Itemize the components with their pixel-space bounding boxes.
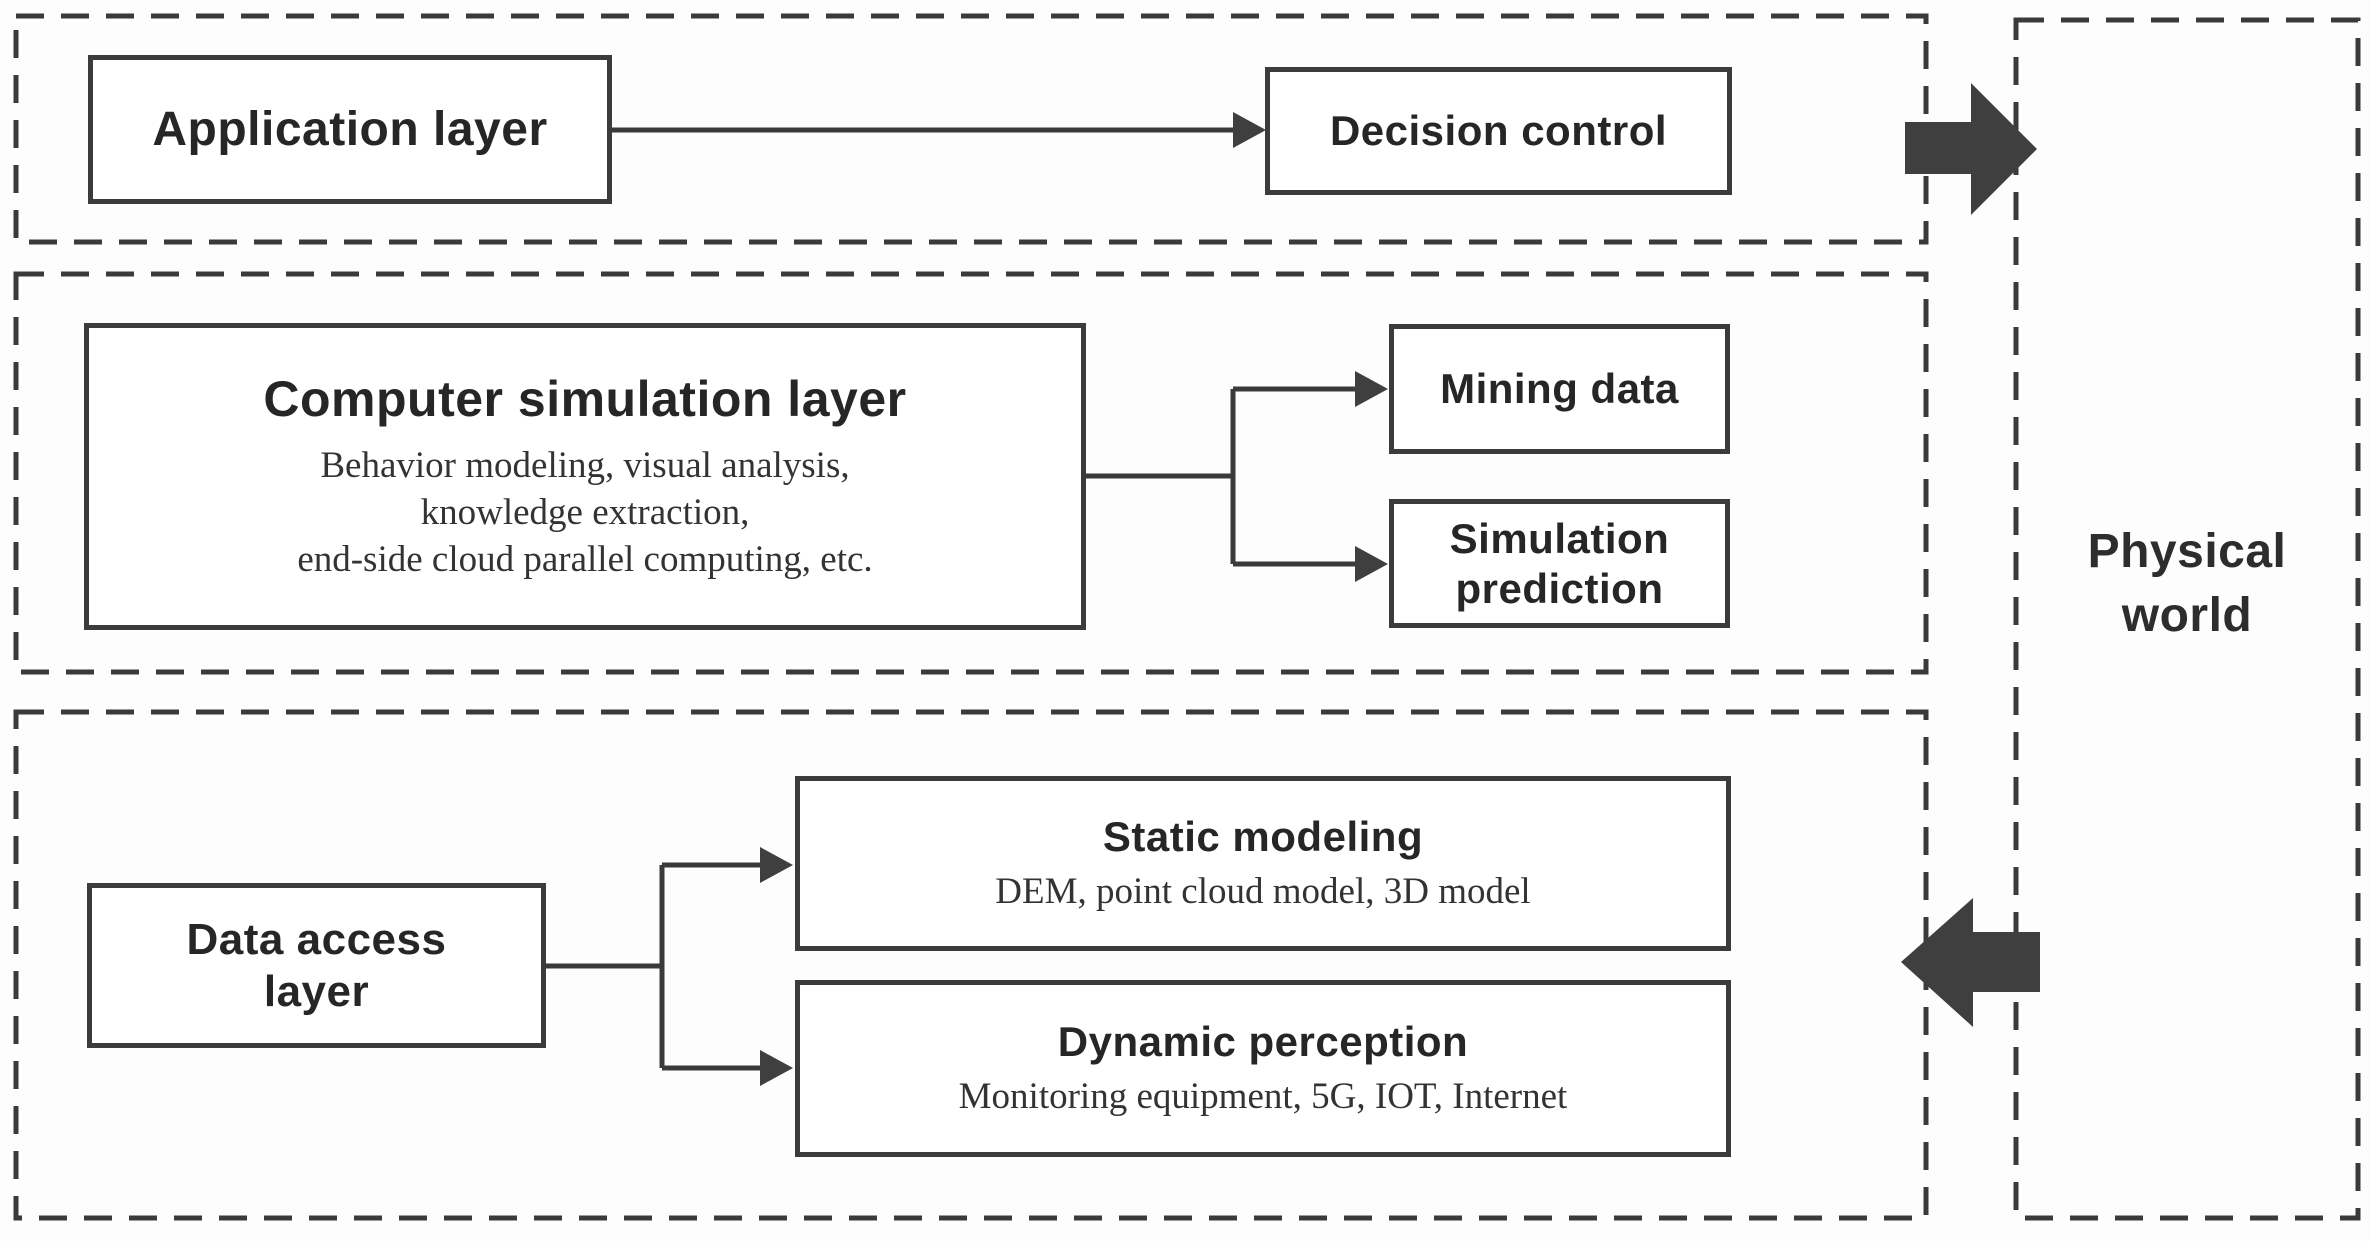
decision-control-box: Decision control: [1265, 67, 1732, 195]
simulation-prediction-title-line1: Simulation: [1449, 514, 1670, 562]
static-modeling-title: Static modeling: [1102, 813, 1424, 860]
decision-control-title: Decision control: [1329, 107, 1668, 154]
computer-simulation-subtitle-line1: Behavior modeling, visual analysis,: [320, 445, 850, 486]
data-access-fork-lines: [546, 862, 763, 1071]
data-access-layer-title-line1: Data access: [186, 914, 447, 964]
dynamic-perception-title: Dynamic perception: [1057, 1018, 1469, 1065]
computer-simulation-layer-box: Computer simulation layer Behavior model…: [84, 323, 1086, 630]
physical-world-title-line1: Physical: [2087, 525, 2287, 578]
computer-simulation-subtitle-line2: knowledge extraction,: [420, 492, 750, 533]
to-physical-world-arrow-icon: [1905, 83, 2037, 215]
physical-world-container: [2013, 17, 2361, 1221]
simulation-prediction-arrowhead-icon: [1355, 546, 1388, 582]
static-modeling-box: Static modeling DEM, point cloud model, …: [795, 776, 1731, 951]
simulation-layer-container: [13, 271, 1929, 675]
application-layer-box: Application layer: [88, 55, 612, 204]
mining-data-title: Mining data: [1440, 365, 1679, 412]
dynamic-perception-box: Dynamic perception Monitoring equipment,…: [795, 980, 1731, 1157]
dynamic-perception-arrowhead-icon: [760, 1050, 793, 1086]
application-layer-container: [13, 13, 1929, 245]
computer-simulation-layer-title: Computer simulation layer: [263, 371, 907, 427]
application-layer-title: Application layer: [152, 102, 548, 156]
static-modeling-subtitle: DEM, point cloud model, 3D model: [995, 871, 1531, 912]
mining-data-box: Mining data: [1389, 324, 1730, 454]
static-modeling-arrowhead-icon: [760, 847, 793, 883]
from-physical-world-arrow-icon: [1901, 898, 2040, 1027]
application-to-decision-arrowhead-icon: [1233, 112, 1266, 148]
simulation-fork-lines: [1086, 386, 1358, 567]
physical-world-title-line2: world: [2121, 589, 2253, 642]
computer-simulation-subtitle-line3: end-side cloud parallel computing, etc.: [297, 539, 873, 580]
simulation-prediction-title-line2: prediction: [1455, 564, 1664, 612]
mining-data-arrowhead-icon: [1355, 371, 1388, 407]
dynamic-perception-subtitle: Monitoring equipment, 5G, IOT, Internet: [958, 1076, 1568, 1117]
data-access-layer-box: Data access layer: [87, 883, 546, 1048]
physical-world-label: Physical world: [2016, 520, 2358, 648]
data-access-layer-title-line2: layer: [263, 966, 370, 1016]
simulation-prediction-box: Simulation prediction: [1389, 499, 1730, 628]
